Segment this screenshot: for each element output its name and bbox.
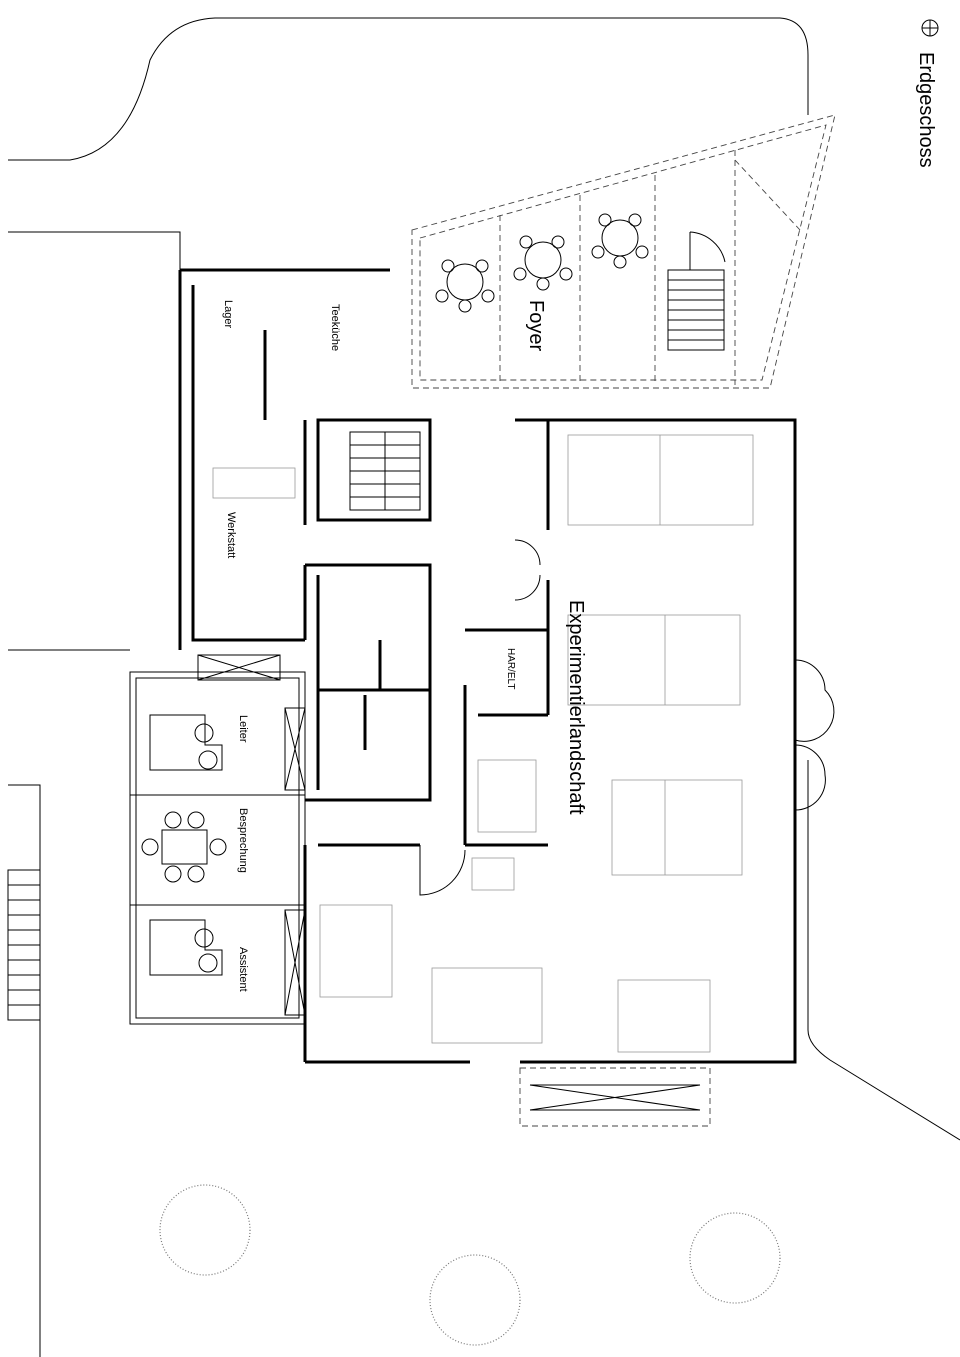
exterior-stair-bottom bbox=[519, 1067, 711, 1127]
office-block bbox=[129, 654, 306, 1025]
exterior-steps bbox=[7, 869, 41, 1021]
foyer-tables bbox=[435, 213, 649, 313]
hall-doors bbox=[419, 539, 835, 896]
room-label-assistent: Assistent bbox=[237, 947, 249, 992]
site-boundary bbox=[8, 17, 960, 1357]
building-walls bbox=[178, 268, 797, 1064]
room-label-teekueche: Teeküche bbox=[329, 304, 341, 351]
hall-furniture bbox=[212, 434, 754, 1053]
drawing-title: Erdgeschoss bbox=[915, 52, 937, 168]
room-label-lager: Lager bbox=[222, 300, 234, 328]
room-label-besprechung: Besprechung bbox=[237, 808, 249, 873]
foyer-canopy bbox=[411, 114, 836, 389]
trees bbox=[159, 1184, 781, 1346]
room-label-har-elt: HAR/ELT bbox=[505, 648, 516, 690]
foyer-stair bbox=[667, 231, 726, 351]
interior-stair bbox=[349, 431, 421, 511]
room-label-leiter: Leiter bbox=[237, 715, 249, 743]
room-label-foyer: Foyer bbox=[525, 300, 547, 351]
north-arrow-icon bbox=[921, 19, 939, 37]
room-label-werkstatt: Werkstatt bbox=[225, 512, 237, 558]
room-label-experimentierlandschaft: Experimentierlandschaft bbox=[565, 600, 587, 815]
